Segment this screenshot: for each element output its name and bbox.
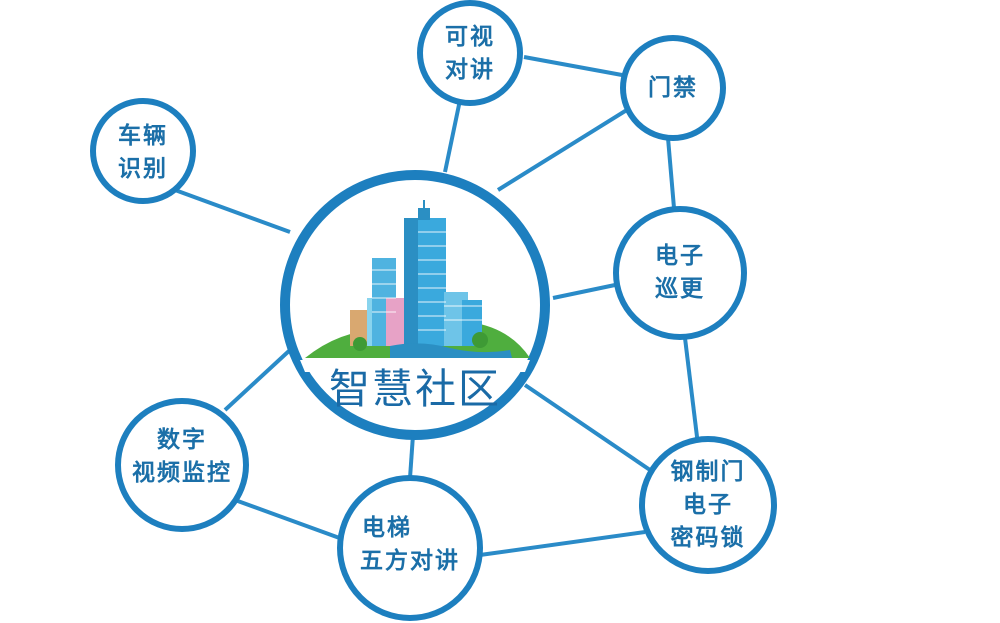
node-elevator-label: 电梯 五方对讲 <box>350 512 470 578</box>
patrol-line2: 巡更 <box>655 276 705 302</box>
patrol-line1: 电子 <box>655 243 705 269</box>
steeldoor-line3: 密码锁 <box>670 525 746 551</box>
node-video <box>115 398 249 532</box>
video-line2: 视频监控 <box>132 460 232 486</box>
link-center-video <box>223 348 292 412</box>
steeldoor-line1: 钢制门 <box>670 459 746 485</box>
vehicle-line1: 车辆 <box>118 123 168 149</box>
node-vehicle-label: 车辆 识别 <box>93 120 193 186</box>
link-center-access <box>496 106 632 192</box>
node-patrol-label: 电子 巡更 <box>630 240 730 306</box>
link-center-steeldoor <box>523 383 652 472</box>
link-center-vehicle <box>174 188 291 234</box>
elevator-line1: 电梯 <box>362 515 412 541</box>
node-access <box>620 35 726 141</box>
connector-lines <box>174 55 700 557</box>
node-intercom <box>417 0 523 106</box>
node-steeldoor-label: 钢制门 电子 密码锁 <box>648 456 768 555</box>
link-video-elevator <box>234 498 346 542</box>
vehicle-line2: 识别 <box>118 156 168 182</box>
link-elevator-steeldoor <box>479 530 646 557</box>
node-access-label: 门禁 <box>623 72 723 105</box>
node-patrol <box>613 206 747 340</box>
link-patrol-steeldoor <box>683 337 700 446</box>
link-center-elevator <box>408 434 415 479</box>
intercom-line1: 可视 <box>445 24 495 50</box>
elevator-line2: 五方对讲 <box>360 548 460 574</box>
center-title: 智慧社区 <box>329 365 501 413</box>
node-video-label: 数字 视频监控 <box>122 424 242 490</box>
video-line1: 数字 <box>157 427 207 453</box>
steeldoor-line2: 电子 <box>683 492 733 518</box>
node-vehicle <box>90 98 196 204</box>
node-steeldoor <box>639 436 777 574</box>
link-access-patrol <box>666 137 676 209</box>
link-intercom-access <box>523 55 623 77</box>
link-center-patrol <box>552 283 616 300</box>
link-center-intercom <box>443 99 462 173</box>
city-buildings-illustration <box>300 200 530 372</box>
node-elevator <box>337 475 483 621</box>
intercom-line2: 对讲 <box>445 57 495 83</box>
node-intercom-label: 可视 对讲 <box>420 21 520 87</box>
access-line1: 门禁 <box>648 75 698 101</box>
